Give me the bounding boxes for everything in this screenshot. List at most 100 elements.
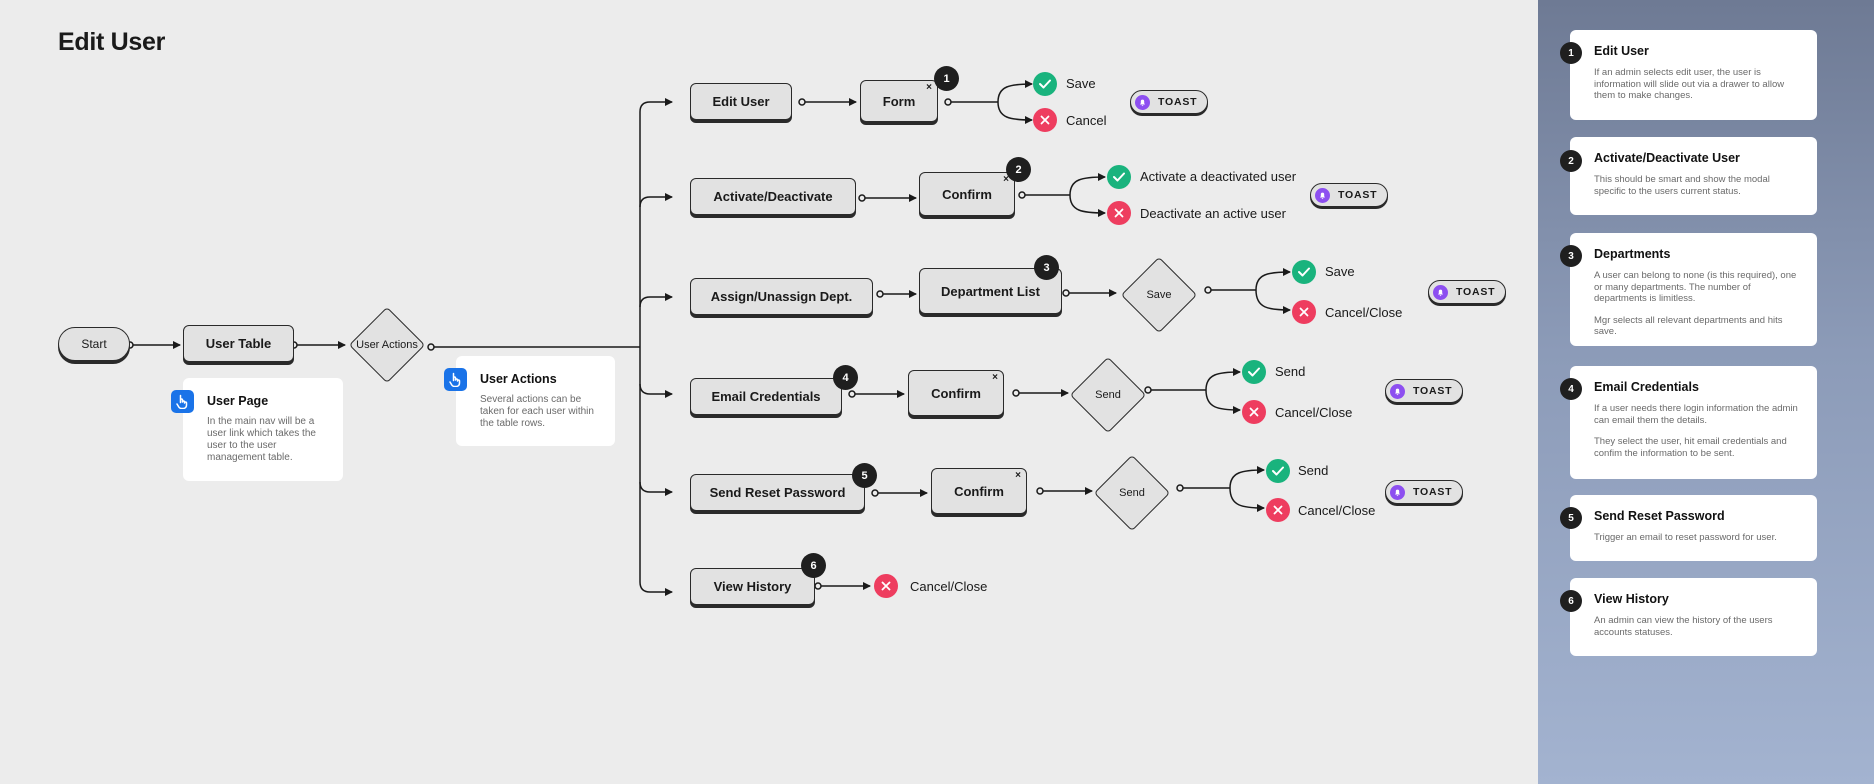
note-user-page: User Page In the main nav will be a user… [183, 378, 343, 481]
cancel-x-icon [1266, 498, 1290, 522]
action-view-history[interactable]: View History [690, 568, 815, 605]
card-body: If an admin selects edit user, the user … [1594, 67, 1785, 101]
toast-pill: TOAST [1130, 90, 1209, 114]
card-title: View History [1594, 592, 1669, 606]
card-body: An admin can view the history of the use… [1594, 615, 1773, 638]
action-email-credentials[interactable]: Email Credentials [690, 378, 842, 415]
toast-label: TOAST [1338, 189, 1378, 201]
outcome-label: Deactivate an active user [1140, 206, 1286, 221]
card-title: Email Credentials [1594, 380, 1699, 394]
user-table-node[interactable]: User Table [183, 325, 294, 362]
card-body-extra: They select the user, hit email credenti… [1594, 436, 1787, 459]
action-assign-dept[interactable]: Assign/Unassign Dept. [690, 278, 873, 315]
cancel-x-icon [874, 574, 898, 598]
check-icon [1242, 360, 1266, 384]
panel-card-edit-user: Edit User If an admin selects edit user,… [1570, 30, 1817, 120]
card-body-extra: Mgr selects all relevant departments and… [1594, 314, 1783, 338]
action-edit-user[interactable]: Edit User [690, 83, 792, 120]
toast-label: TOAST [1413, 486, 1453, 498]
outcome-label: Send [1298, 463, 1329, 478]
toast-label: TOAST [1158, 96, 1198, 108]
card-number-badge: 5 [1560, 507, 1582, 529]
page-title: Edit User [58, 28, 166, 56]
close-icon: × [1003, 174, 1009, 185]
card-title: Activate/Deactivate User [1594, 151, 1740, 165]
user-actions-decision-label: User Actions [356, 339, 418, 351]
toast-label: TOAST [1413, 385, 1453, 397]
check-icon [1266, 459, 1290, 483]
check-icon [1292, 260, 1316, 284]
notes-panel: Edit User If an admin selects edit user,… [1538, 0, 1874, 784]
check-icon [1033, 72, 1057, 96]
step-badge-1: 1 [934, 66, 959, 91]
bell-icon [1135, 94, 1150, 110]
outcome-label: Cancel/Close [1275, 405, 1353, 420]
bell-icon [1390, 484, 1405, 500]
cancel-x-icon [1107, 201, 1131, 225]
decision-label: Send [1119, 487, 1145, 499]
email-confirm-node[interactable]: Confirm × [908, 370, 1004, 416]
decision-label: Send [1095, 389, 1121, 401]
action-activate-deactivate[interactable]: Activate/Deactivate [690, 178, 856, 215]
bell-icon [1315, 187, 1330, 203]
outcome-label: Cancel/Close [1298, 503, 1376, 518]
close-icon: × [926, 82, 932, 93]
card-body: This should be smart and show the modal … [1594, 174, 1770, 197]
card-title: Departments [1594, 247, 1671, 261]
edit-user-form-node[interactable]: Form × [860, 80, 938, 122]
card-title: Edit User [1594, 44, 1649, 58]
outcome-label: Cancel [1066, 113, 1107, 128]
outcome-label: Activate a deactivated user [1140, 169, 1297, 184]
toast-pill: TOAST [1428, 280, 1507, 304]
start-node[interactable]: Start [58, 327, 130, 361]
card-number-badge: 2 [1560, 150, 1582, 172]
card-body: Trigger an email to reset password for u… [1594, 532, 1777, 543]
toast-pill: TOAST [1385, 379, 1464, 403]
note-title: User Page [207, 394, 269, 408]
close-icon: × [1015, 470, 1021, 481]
step-label: Confirm [942, 186, 992, 202]
outcome-label: Send [1275, 364, 1306, 379]
note-body: In the main nav will be a user link whic… [207, 416, 316, 463]
cancel-x-icon [1033, 108, 1057, 132]
cancel-x-icon [1242, 400, 1266, 424]
note-title: User Actions [480, 372, 557, 386]
step-badge-2: 2 [1006, 157, 1031, 182]
panel-card-history: View History An admin can view the histo… [1570, 578, 1817, 656]
step-badge-6: 6 [801, 553, 826, 578]
decision-label: Save [1146, 289, 1172, 301]
card-body: A user can belong to none (is this requi… [1594, 270, 1797, 304]
outcome-label: Cancel/Close [1325, 305, 1403, 320]
action-send-reset-password[interactable]: Send Reset Password [690, 474, 865, 511]
note-body: Several actions can be taken for each us… [480, 394, 594, 429]
hand-pointer-icon [171, 390, 194, 413]
panel-card-email: Email Credentials If a user needs there … [1570, 366, 1817, 479]
step-badge-4: 4 [833, 365, 858, 390]
card-number-badge: 1 [1560, 42, 1582, 64]
note-user-actions: User Actions Several actions can be take… [456, 356, 615, 446]
hand-pointer-icon [444, 368, 467, 391]
step-label: Confirm [931, 385, 981, 401]
close-icon: × [992, 372, 998, 383]
card-number-badge: 3 [1560, 245, 1582, 267]
toast-pill: TOAST [1310, 183, 1389, 207]
card-number-badge: 6 [1560, 590, 1582, 612]
outcome-label: Cancel/Close [910, 579, 988, 594]
step-label: Form [882, 93, 916, 109]
reset-confirm-node[interactable]: Confirm × [931, 468, 1027, 514]
step-badge-3: 3 [1034, 255, 1059, 280]
panel-card-departments: Departments A user can belong to none (i… [1570, 233, 1817, 346]
outcome-label: Save [1066, 76, 1096, 91]
step-label: Confirm [954, 483, 1004, 499]
card-title: Send Reset Password [1594, 509, 1725, 523]
activate-confirm-node[interactable]: Confirm × [919, 172, 1015, 216]
outcome-label: Save [1325, 264, 1355, 279]
check-icon [1107, 165, 1131, 189]
card-number-badge: 4 [1560, 378, 1582, 400]
panel-card-activate: Activate/Deactivate User This should be … [1570, 137, 1817, 215]
card-body: If a user needs there login information … [1594, 403, 1798, 426]
bell-icon [1390, 383, 1405, 399]
step-badge-5: 5 [852, 463, 877, 488]
